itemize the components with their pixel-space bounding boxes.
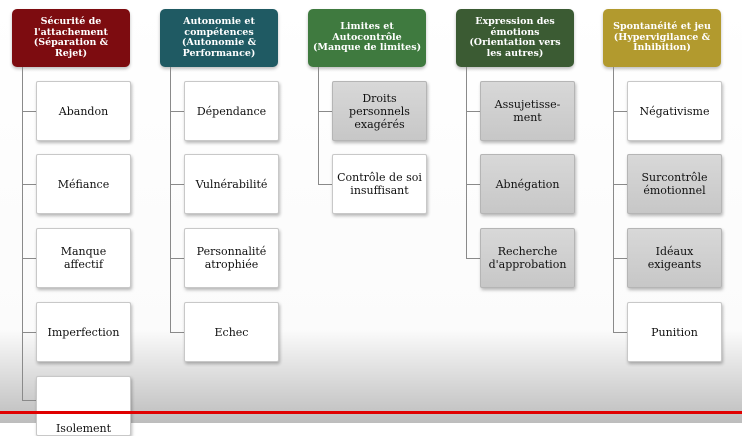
schema-box-assujetissement: Assujetisse- ment (480, 81, 575, 141)
schema-box-abandon: Abandon (36, 81, 131, 141)
connector-line (466, 111, 480, 112)
header-spontaneity: Spontanéité et jeu (Hypervigilance & Inh… (603, 9, 721, 67)
schema-box-droits-personnels: Droits personnels exagérés (332, 81, 427, 141)
schema-box-abnegation: Abnégation (480, 154, 575, 214)
header-attachment-security: Sécurité de l'attachement (Séparation & … (12, 9, 130, 67)
schema-box-negativisme: Négativisme (627, 81, 722, 141)
connector-line (466, 184, 480, 185)
schema-box-ideaux-exigeants: Idéaux exigeants (627, 228, 722, 288)
schema-box-personnalite-atrophiee: Personnalité atrophiée (184, 228, 279, 288)
connector-line (613, 67, 614, 333)
header-emotions: Expression des émotions (Orientation ver… (456, 9, 574, 67)
header-limits: Limites et Autocontrôle (Manque de limit… (308, 9, 426, 67)
schema-box-surcontrole: Surcontrôle émotionnel (627, 154, 722, 214)
connector-line (613, 332, 627, 333)
connector-line (466, 258, 480, 259)
connector-line (22, 111, 36, 112)
connector-line (22, 67, 23, 400)
schema-diagram: Sécurité de l'attachement (Séparation & … (12, 9, 722, 436)
schema-box-punition: Punition (627, 302, 722, 362)
connector-line (466, 67, 467, 259)
connector-line (170, 111, 184, 112)
connector-line (22, 332, 36, 333)
schema-box-imperfection: Imperfection (36, 302, 131, 362)
connector-line (318, 67, 319, 185)
connector-line (170, 332, 184, 333)
schema-box-recherche-approbation: Recherche d'approbation (480, 228, 575, 288)
schema-box-isolement: Isolement (36, 376, 131, 436)
connector-line (22, 258, 36, 259)
connector-line (318, 184, 332, 185)
connector-line (22, 400, 36, 401)
connector-line (170, 258, 184, 259)
header-autonomy: Autonomie et compétences (Autonomie & Pe… (160, 9, 278, 67)
connector-line (170, 67, 171, 333)
connector-line (613, 184, 627, 185)
schema-box-controle-de-soi: Contrôle de soi insuffisant (332, 154, 427, 214)
connector-line (22, 184, 36, 185)
connector-line (170, 184, 184, 185)
connector-line (318, 111, 332, 112)
schema-box-dependance: Dépendance (184, 81, 279, 141)
schema-box-mefiance: Méfiance (36, 154, 131, 214)
video-progress-bar[interactable] (0, 411, 742, 414)
connector-line (613, 258, 627, 259)
schema-box-manque-affectif: Manque affectif (36, 228, 131, 288)
connector-line (613, 111, 627, 112)
schema-box-vulnerabilite: Vulnérabilité (184, 154, 279, 214)
schema-box-echec: Echec (184, 302, 279, 362)
